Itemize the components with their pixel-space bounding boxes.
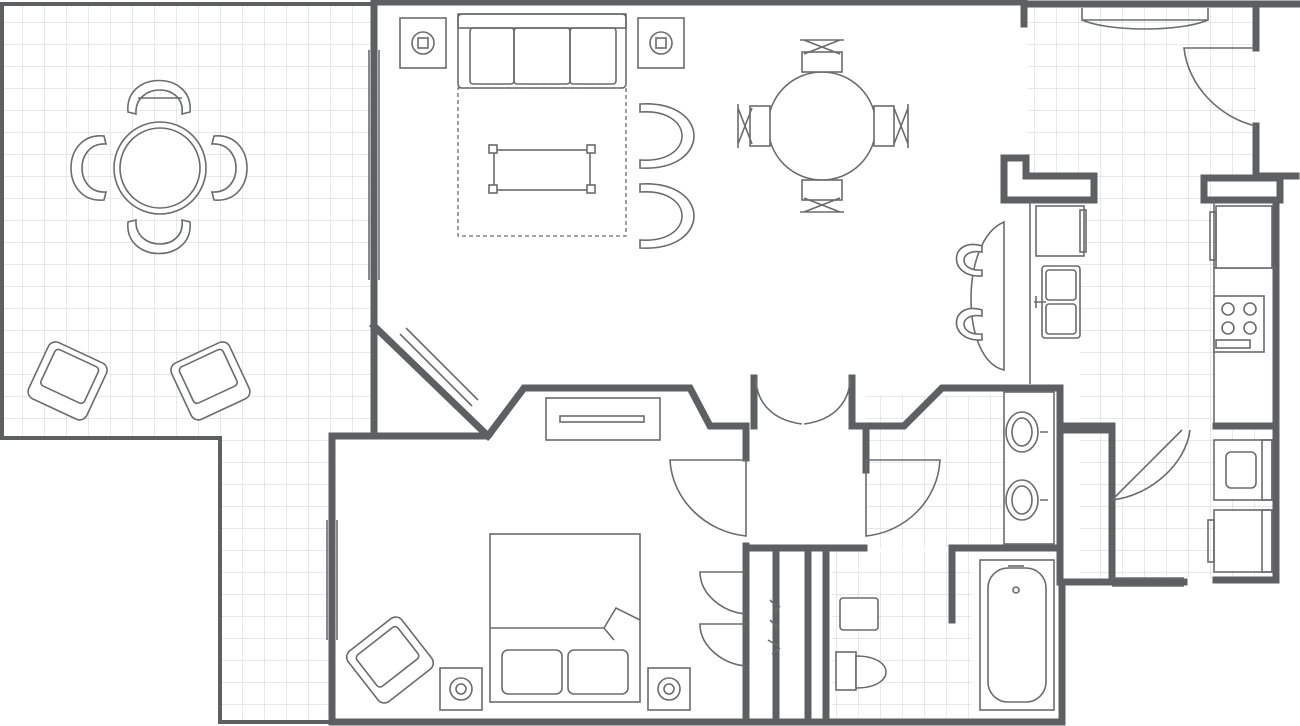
dishwasher <box>1035 205 1087 257</box>
patio-lounge-chair-left <box>27 341 108 421</box>
nightstand-right <box>647 667 691 711</box>
dining-chair-right <box>873 104 909 148</box>
dining-table <box>767 71 877 181</box>
coffee-table <box>488 144 596 194</box>
kitchen-sink <box>1034 265 1081 339</box>
patio-chair-left <box>70 135 108 201</box>
nightstand-left <box>439 667 483 711</box>
sofa <box>457 13 627 89</box>
patio-chair-top <box>127 79 191 116</box>
bedroom-door <box>669 459 747 537</box>
washer <box>1213 439 1273 501</box>
toilet <box>835 597 887 691</box>
kitchen-entry-arc <box>1081 8 1209 30</box>
patio-chair-right <box>210 135 248 201</box>
armchair-upper <box>639 103 695 169</box>
patio-lounge-chair-right <box>170 341 251 421</box>
entry-double-door <box>755 377 851 425</box>
side-table-right <box>637 17 685 69</box>
bar-stool-upper <box>955 243 983 277</box>
closet-hangers <box>767 599 781 655</box>
bathtub <box>979 559 1055 711</box>
patio-round-table <box>113 121 207 215</box>
vanity <box>1003 391 1055 545</box>
refrigerator <box>1209 205 1273 269</box>
armchair-lower <box>639 183 695 249</box>
dryer <box>1207 509 1273 573</box>
closet-doors <box>699 571 747 667</box>
breakfast-bar <box>970 220 1005 372</box>
area-rug <box>457 87 627 237</box>
bath-door <box>865 459 941 537</box>
dining-chair-bottom <box>800 179 844 213</box>
stove <box>1213 295 1265 353</box>
dining-chair-left <box>737 104 771 148</box>
laundry-door <box>1111 429 1191 501</box>
side-table-left <box>399 17 447 69</box>
bar-stool-lower <box>955 307 983 341</box>
dresser <box>545 397 661 441</box>
patio-chair-bottom <box>127 218 191 255</box>
kitchen-door <box>1183 47 1257 127</box>
dining-chair-top <box>800 39 844 73</box>
bed <box>489 533 641 703</box>
bedroom-armchair <box>345 616 435 704</box>
